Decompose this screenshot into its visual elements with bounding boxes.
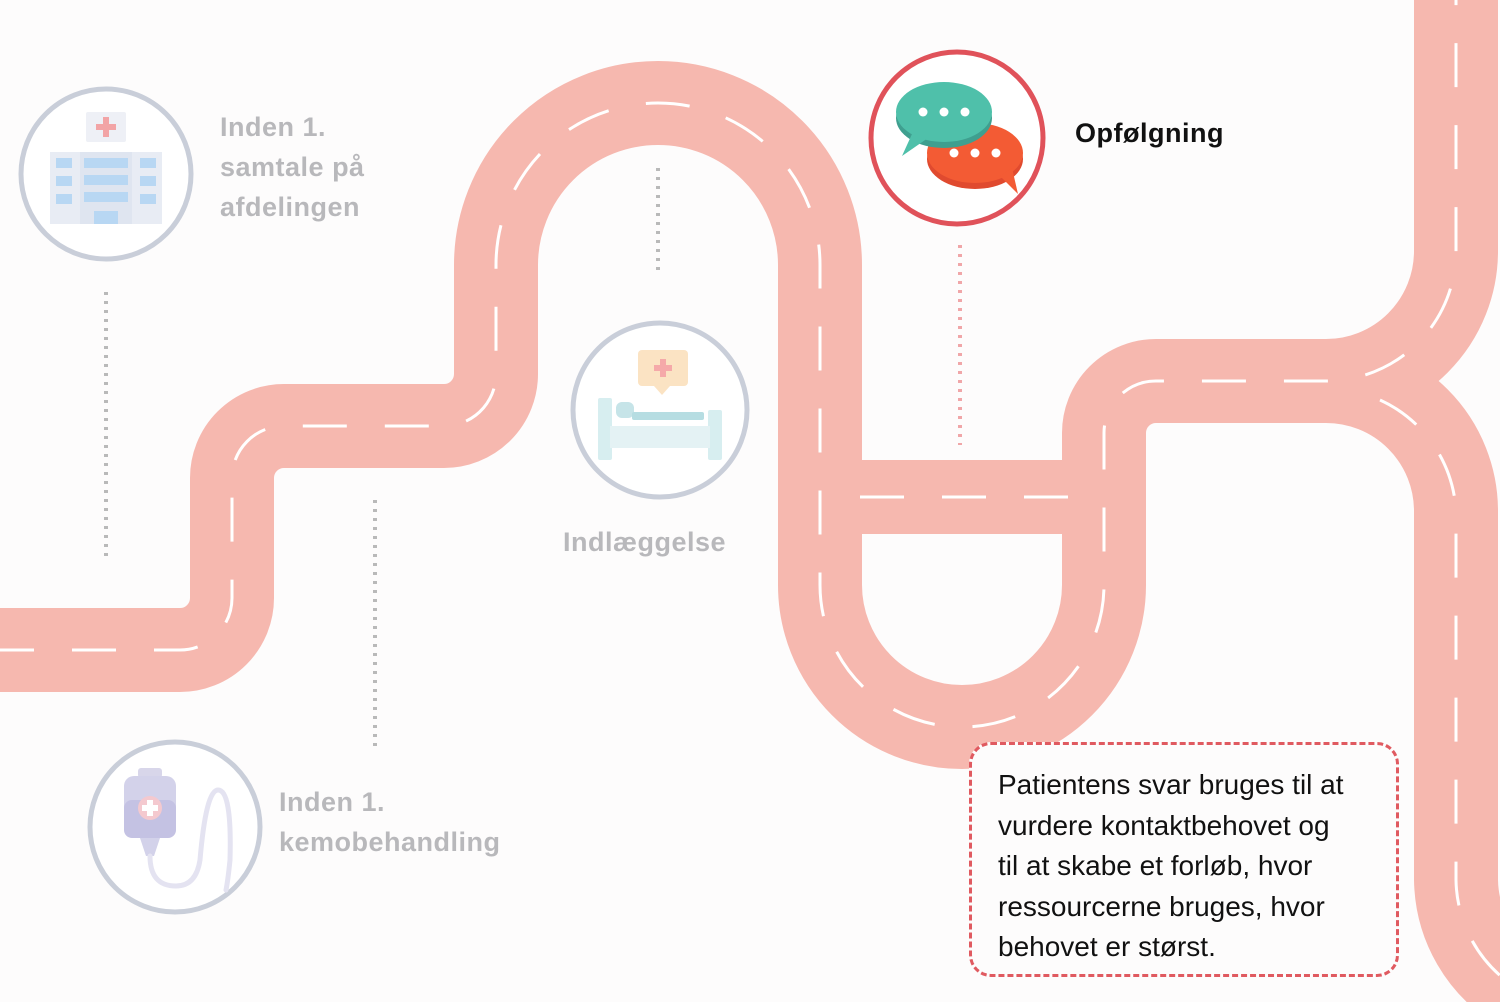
note-line: ressourcerne bruges, hvor [998,890,1325,922]
step-3-label-line: Indlæggelse [563,527,727,557]
note-line: Patientens svar bruges til at [998,769,1344,800]
step-1-marker [18,86,194,262]
step-1-label-line: afdelingen [220,192,361,222]
step-1-label-line: Inden 1. [220,112,327,142]
step-3-label: Indlæggelse [563,522,726,562]
note-line: vurdere kontaktbehovet og [998,809,1330,841]
step-2-marker [87,739,263,915]
chat-bubbles-icon [896,82,1023,194]
step-1-label-line: samtale på [220,152,365,182]
step-4-label-line: Opfølgning [1075,118,1224,148]
step-3-marker [570,320,750,500]
step-2-label-line: Inden 1. [279,787,386,817]
iv-drip-bag-icon [124,768,233,893]
step-1-label: Inden 1. samtale på afdelingen [220,107,365,227]
step-2-label-line: kemobehandling [279,827,501,857]
followup-note: Patientens svar bruges til at vurdere ko… [969,742,1399,977]
step-4-marker [868,49,1046,227]
note-line: behovet er størst. [998,931,1216,962]
step-2-label: Inden 1. kemobehandling [279,782,501,862]
note-line: til at skabe et forløb, hvor [998,850,1313,881]
step-4-label: Opfølgning [1075,113,1224,153]
hospital-bed-icon [598,350,722,460]
hospital-building-icon [50,112,162,224]
